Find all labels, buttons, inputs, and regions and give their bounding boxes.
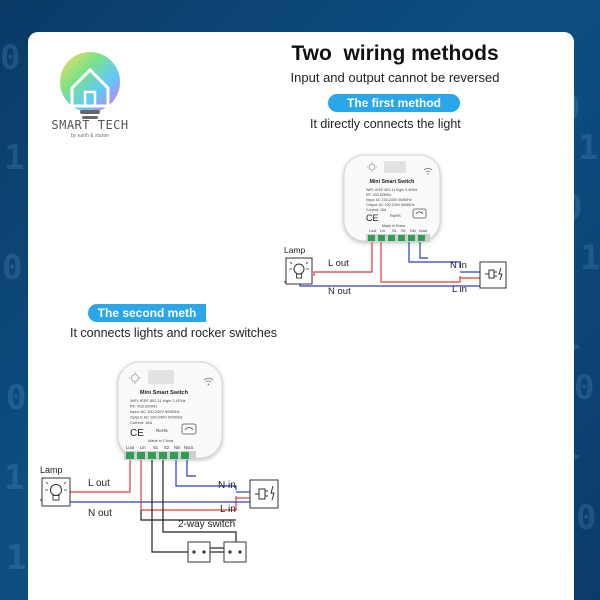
- terminal-block: [124, 451, 196, 460]
- lamp-label: Lamp: [40, 465, 63, 475]
- method-two-description: It connects lights and rocker switches: [70, 326, 278, 340]
- l-out-label: L out: [88, 478, 110, 489]
- two-way-switch-label: 2-way switch: [178, 519, 235, 530]
- ce-mark: CE: [130, 428, 144, 439]
- l-out-label: L out: [328, 258, 349, 269]
- terminal-label: S1: [392, 229, 397, 233]
- device-spec: Output: AC 100-240V 50/60Hz: [130, 415, 183, 420]
- logo-tagline: by earth & starter: [70, 133, 110, 139]
- n-in-label: N in: [218, 480, 236, 491]
- terminal-label: Nin: [174, 445, 181, 450]
- wire-n-out-jumper: [186, 460, 196, 477]
- device-spec: RF: 433.92MHz: [130, 404, 157, 409]
- wire-switch-feed: [140, 510, 236, 521]
- wire-n-in: [408, 242, 461, 268]
- terminal-label: Lin: [140, 445, 146, 450]
- power-plug-icon: [479, 261, 507, 289]
- device-name: Mini Smart Switch: [140, 390, 189, 396]
- n-out-label: N out: [328, 286, 351, 297]
- wires: [40, 460, 250, 553]
- l-in-label: L in: [452, 284, 467, 295]
- device-name: Mini Smart Switch: [370, 179, 415, 185]
- wifi-logo-icon: [181, 423, 197, 435]
- lamp-label: Lamp: [284, 245, 306, 255]
- wifi-signal-icon: [203, 377, 214, 386]
- made-in-label: Made in China: [382, 224, 405, 228]
- smart-tech-logo-icon: [60, 52, 120, 119]
- device-spec: Output: AC 100-240V 50/60Hz: [366, 203, 415, 207]
- device-spec: WiFi: IEEE 802.11 b/g/n 2.4GHz: [130, 398, 186, 403]
- rohs-mark: RoHS: [390, 213, 401, 218]
- terminal-label: Lout: [369, 229, 377, 233]
- status-led-window: [148, 370, 174, 384]
- device-spec: WiFi: IEEE 802.11 b/g/n 2.4GHz: [366, 188, 417, 192]
- sun-icon: [129, 372, 141, 384]
- lamp-icon: [285, 257, 313, 285]
- terminal-label: Nout: [184, 445, 194, 450]
- terminal-label: Lout: [126, 445, 135, 450]
- wire-l-in: [380, 242, 461, 283]
- ce-mark: CE: [366, 213, 379, 223]
- wifi-signal-icon: [423, 168, 433, 175]
- wire-s1: [151, 460, 188, 553]
- wire-n-in: [175, 460, 237, 490]
- terminal-label: S2: [164, 445, 170, 450]
- smart-switch-module: Mini Smart Switch WiFi: IEEE 802.11 b/g/…: [343, 154, 441, 242]
- wire-l-out: [313, 242, 373, 276]
- sun-icon: [366, 161, 378, 173]
- method-one-description: It directly connects the light: [310, 117, 461, 131]
- diagram-method-one: Mini Smart Switch WiFi: IEEE 802.11 b/g/…: [284, 154, 507, 297]
- power-plug-icon: [249, 479, 279, 509]
- terminal-block: [366, 234, 430, 242]
- rocker-switch-icon: [187, 541, 211, 563]
- rohs-mark: RoHS: [156, 428, 168, 433]
- terminal-label: Nout: [419, 229, 428, 233]
- terminal-label: Nin: [410, 229, 416, 233]
- rocker-switch-icon: [223, 541, 247, 563]
- terminal-label: S1: [153, 445, 159, 450]
- n-in-label: N in: [450, 260, 467, 271]
- status-led-window: [384, 161, 406, 173]
- wire-l-in: [140, 460, 237, 511]
- device-spec: Current: 16A: [130, 420, 152, 425]
- device-spec: Current: 16A: [366, 208, 387, 212]
- terminal-label: Lin: [380, 229, 385, 233]
- page-title: Two wiring methods: [291, 42, 499, 65]
- device-spec: RF: 433.92MHz: [366, 193, 391, 197]
- n-out-label: N out: [88, 508, 112, 519]
- terminal-label: S2: [401, 229, 406, 233]
- wire-s2: [162, 460, 237, 546]
- device-spec: Input: AC 100-240V 50/60Hz: [130, 409, 180, 414]
- diagram-method-two: Mini Smart Switch WiFi: IEEE 802.11 b/g/…: [40, 361, 279, 563]
- logo-name: SMART TECH: [51, 118, 129, 132]
- wire-n-out-jumper: [419, 242, 428, 259]
- device-spec: Input: AC 100-240V 50/60Hz: [366, 198, 412, 202]
- made-in-label: Made in China: [148, 438, 174, 443]
- wire-n-out: [40, 499, 250, 503]
- wifi-logo-icon: [412, 208, 427, 219]
- method-one-badge: The first method: [328, 94, 460, 112]
- l-in-label: L in: [220, 504, 236, 515]
- lamp-icon: [41, 477, 71, 507]
- page-subtitle: Input and output cannot be reversed: [290, 70, 500, 85]
- method-two-badge: The second meth: [88, 304, 206, 322]
- smart-switch-module: Mini Smart Switch WiFi: IEEE 802.11 b/g/…: [117, 361, 223, 460]
